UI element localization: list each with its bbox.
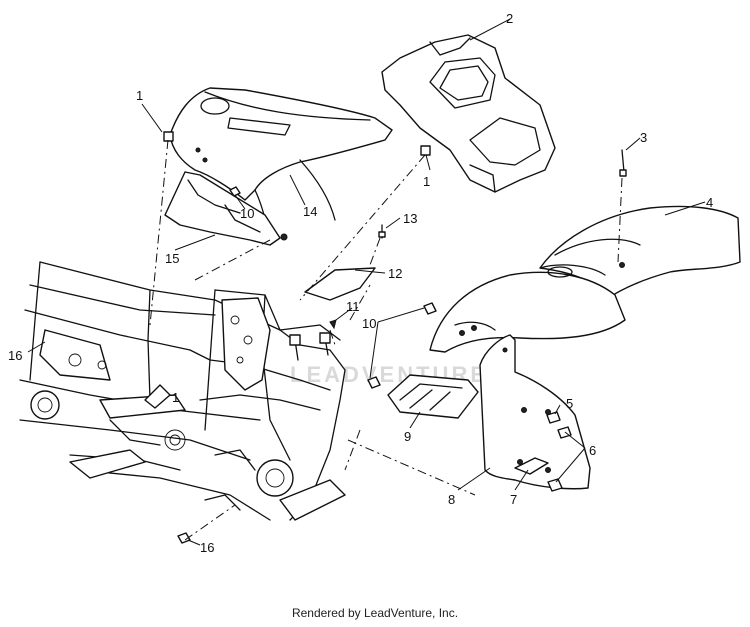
part-15-side-panel bbox=[164, 171, 288, 246]
hardware bbox=[163, 131, 627, 544]
callout-12: 12 bbox=[388, 266, 402, 281]
callout-6: 6 bbox=[589, 443, 596, 458]
callout-5: 5 bbox=[566, 396, 573, 411]
callout-14: 14 bbox=[303, 204, 317, 219]
footer-credit: Rendered by LeadVenture, Inc. bbox=[291, 606, 459, 620]
part-14-hood bbox=[169, 87, 393, 233]
callout-7: 7 bbox=[510, 492, 517, 507]
callout-16-left: 16 bbox=[8, 348, 22, 363]
leader-lines bbox=[27, 18, 706, 546]
part-9-bracket bbox=[387, 374, 479, 419]
part-12-plate bbox=[304, 267, 376, 301]
part-7-small-plate bbox=[514, 457, 549, 475]
frame-assembly bbox=[19, 261, 346, 521]
callout-8: 8 bbox=[448, 492, 455, 507]
callout-10-upper: 10 bbox=[240, 206, 254, 221]
part-2-rear-cowl bbox=[381, 34, 556, 193]
callout-15: 15 bbox=[165, 251, 179, 266]
part-4-rear-fender bbox=[429, 205, 741, 353]
callout-16-bottom: 16 bbox=[200, 540, 214, 555]
callout-1-left: 1 bbox=[136, 88, 143, 103]
callout-3: 3 bbox=[640, 130, 647, 145]
callout-13: 13 bbox=[403, 211, 417, 226]
callout-4: 4 bbox=[706, 195, 713, 210]
callout-9: 9 bbox=[404, 429, 411, 444]
callout-2: 2 bbox=[506, 11, 513, 26]
callouts: 1 1 1 2 3 4 5 6 7 8 9 10 10 11 12 13 14 … bbox=[8, 11, 713, 555]
callout-1-center: 1 bbox=[423, 174, 430, 189]
callout-1-frame: 1 bbox=[172, 390, 179, 405]
callout-10-lower: 10 bbox=[362, 316, 376, 331]
alignment-lines bbox=[149, 139, 623, 541]
part-8-mud-flap bbox=[479, 334, 591, 490]
callout-11: 11 bbox=[346, 299, 360, 314]
